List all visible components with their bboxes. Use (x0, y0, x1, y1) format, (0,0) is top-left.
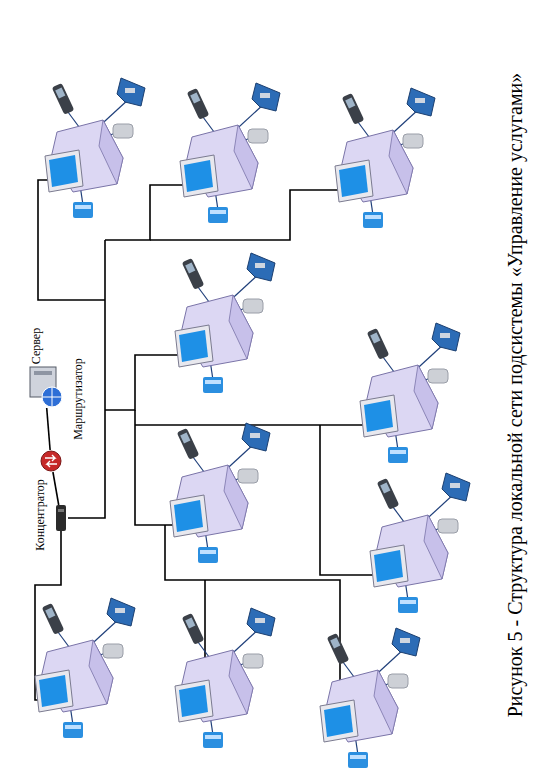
workstation-icon (35, 598, 135, 738)
bus-wire (105, 355, 185, 410)
router-arrows (45, 455, 57, 467)
device-label: Маршрутизатор (71, 349, 85, 449)
device-label: Сервер (29, 316, 43, 376)
workstation-icon (170, 423, 270, 563)
bus-wire (150, 190, 345, 240)
workstation-icon (175, 608, 275, 748)
bus-wire (134, 410, 136, 470)
bus-wire (105, 185, 190, 240)
globe-symbol (42, 387, 62, 407)
hub-icon (54, 505, 68, 531)
hub-port (58, 509, 64, 512)
device-label: Концентратор (33, 470, 47, 560)
hub-node: Концентратор (54, 505, 68, 531)
workstation-icon (45, 78, 145, 218)
workstation-icon (175, 253, 275, 393)
workstation-icon (320, 628, 420, 768)
server-icon (28, 366, 62, 408)
server-slot (34, 371, 52, 375)
router-symbol (41, 451, 61, 471)
network-link (53, 472, 59, 505)
workstation-icon (360, 323, 460, 463)
bus-wire (38, 180, 105, 300)
router-node: Маршрутизатор (40, 450, 62, 472)
workstation-icon (370, 473, 470, 613)
globe-grid (42, 387, 62, 407)
workstation-icon (180, 83, 280, 223)
server-node: Сервер (28, 366, 62, 408)
hub-symbol (56, 505, 66, 531)
figure-caption: Рисунок 5 - Структура локальной сети под… (503, 25, 527, 765)
router-icon (40, 450, 62, 472)
bus-wire (68, 240, 105, 518)
workstation-icon (335, 88, 435, 228)
network-link (47, 408, 50, 450)
